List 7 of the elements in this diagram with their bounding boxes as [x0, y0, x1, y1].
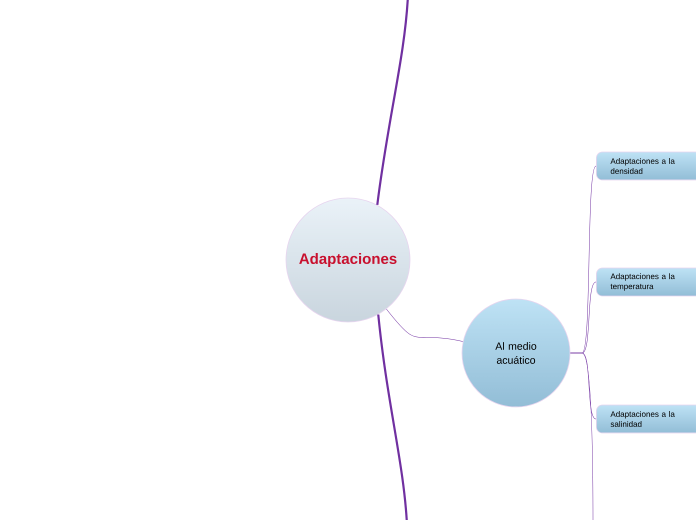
branch-line: [570, 352, 594, 520]
topic-box: Adaptaciones a la densidad: [596, 152, 696, 180]
topic-box: Adaptaciones a la temperatura: [596, 268, 696, 296]
branch-line: [386, 308, 464, 342]
topic-box: Adaptaciones a la salinidad: [596, 404, 696, 434]
branch-line: [376, 0, 410, 206]
branch-line: [377, 314, 408, 520]
